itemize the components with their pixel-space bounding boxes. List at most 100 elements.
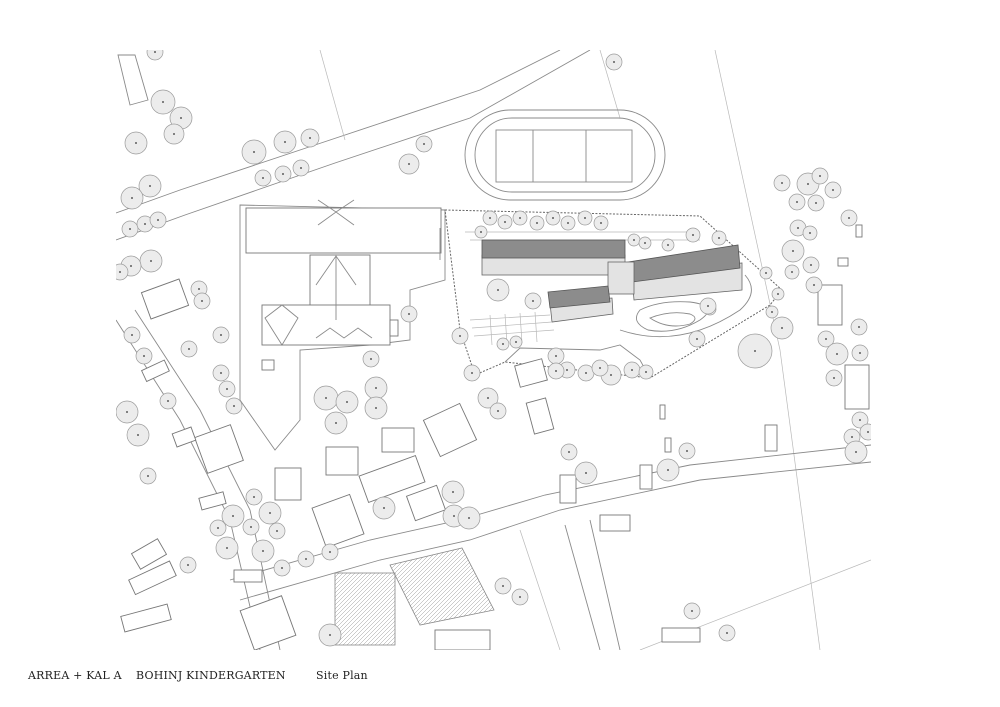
athletics-track (464, 109, 666, 201)
tree-trunk-dot (754, 350, 756, 352)
tree-trunk-dot (262, 177, 264, 179)
tree-trunk-dot (375, 407, 377, 409)
tree-trunk-dot (284, 141, 286, 143)
tree-trunk-dot (833, 377, 835, 379)
tree-trunk-dot (135, 142, 137, 144)
tree-trunk-dot (707, 305, 709, 307)
tree-trunk-dot (167, 400, 169, 402)
tree-trunk-dot (452, 491, 454, 493)
tree-trunk-dot (232, 515, 234, 517)
tree-trunk-dot (154, 51, 156, 53)
tree-trunk-dot (600, 222, 602, 224)
tree-trunk-dot (781, 182, 783, 184)
tree-trunk-dot (226, 547, 228, 549)
tree-trunk-dot (566, 369, 568, 371)
tree-trunk-dot (536, 222, 538, 224)
tree-trunk-dot (633, 239, 635, 241)
tree-trunk-dot (519, 217, 521, 219)
tree-trunk-dot (584, 217, 586, 219)
tree-trunk-dot (585, 472, 587, 474)
tree-trunk-dot (188, 348, 190, 350)
tree-trunk-dot (631, 369, 633, 371)
tree-canopy (116, 263, 129, 281)
tree-canopy (146, 50, 164, 61)
tree-trunk-dot (453, 515, 455, 517)
tree-trunk-dot (282, 173, 284, 175)
tree-trunk-dot (346, 401, 348, 403)
tree-trunk-dot (262, 550, 264, 552)
tree-trunk-dot (765, 272, 767, 274)
tree-trunk-dot (848, 217, 850, 219)
tree-trunk-dot (686, 450, 688, 452)
tree-trunk-dot (497, 410, 499, 412)
tree-trunk-dot (408, 163, 410, 165)
tree-trunk-dot (555, 370, 557, 372)
tree-trunk-dot (489, 217, 491, 219)
tree-trunk-dot (276, 530, 278, 532)
tree-trunk-dot (468, 517, 470, 519)
tree-trunk-dot (149, 185, 151, 187)
houses (117, 54, 870, 650)
tree-trunk-dot (585, 372, 587, 374)
tree-trunk-dot (217, 527, 219, 529)
tree-trunk-dot (143, 355, 145, 357)
tree-trunk-dot (487, 397, 489, 399)
tree-trunk-dot (130, 265, 132, 267)
tree-trunk-dot (480, 231, 482, 233)
tree-trunk-dot (771, 311, 773, 313)
tree-trunk-dot (220, 334, 222, 336)
tree-trunk-dot (220, 372, 222, 374)
tree-trunk-dot (370, 358, 372, 360)
tree-trunk-dot (832, 189, 834, 191)
tree-trunk-dot (797, 227, 799, 229)
tree-trunk-dot (408, 313, 410, 315)
tree-trunk-dot (300, 167, 302, 169)
tree-trunk-dot (131, 197, 133, 199)
tree-trunk-dot (515, 341, 517, 343)
tree-canopy (859, 423, 871, 441)
tree-trunk-dot (137, 434, 139, 436)
tree-trunk-dot (552, 217, 554, 219)
kindergarten-site (444, 209, 783, 379)
tree-trunk-dot (423, 143, 425, 145)
tree-trunk-dot (253, 496, 255, 498)
tree-trunk-dot (819, 175, 821, 177)
tree-trunk-dot (144, 223, 146, 225)
tree-trunk-dot (150, 260, 152, 262)
tree-trunk-dot (555, 355, 557, 357)
tree-trunk-dot (567, 222, 569, 224)
tree-trunk-dot (119, 271, 121, 273)
tree-trunk-dot (726, 632, 728, 634)
tree-trunk-dot (568, 451, 570, 453)
tree-trunk-dot (667, 244, 669, 246)
tree-trunk-dot (459, 335, 461, 337)
tree-trunk-dot (859, 419, 861, 421)
tree-trunk-dot (201, 300, 203, 302)
office-credit: ARREA + KAL A (28, 669, 122, 682)
tree-trunk-dot (836, 353, 838, 355)
tree-trunk-dot (519, 596, 521, 598)
tree-trunk-dot (599, 367, 601, 369)
tree-trunk-dot (851, 436, 853, 438)
tree-trunk-dot (309, 137, 311, 139)
tree-trunk-dot (250, 526, 252, 528)
tree-trunk-dot (147, 475, 149, 477)
tree-trunk-dot (777, 293, 779, 295)
tree-trunk-dot (497, 289, 499, 291)
tree-trunk-dot (610, 374, 612, 376)
tree-trunk-dot (667, 469, 669, 471)
tree-trunk-dot (504, 221, 506, 223)
tree-trunk-dot (305, 558, 307, 560)
tree-trunk-dot (792, 250, 794, 252)
tree-trunk-dot (696, 338, 698, 340)
tree-trunk-dot (855, 451, 857, 453)
tree-trunk-dot (129, 228, 131, 230)
project-title: BOHINJ KINDERGARTEN (136, 669, 286, 682)
tree-trunk-dot (187, 564, 189, 566)
tree-trunk-dot (233, 405, 235, 407)
tree-trunk-dot (173, 133, 175, 135)
tree-trunk-dot (815, 202, 817, 204)
tree-trunk-dot (859, 352, 861, 354)
tree-trunk-dot (502, 343, 504, 345)
